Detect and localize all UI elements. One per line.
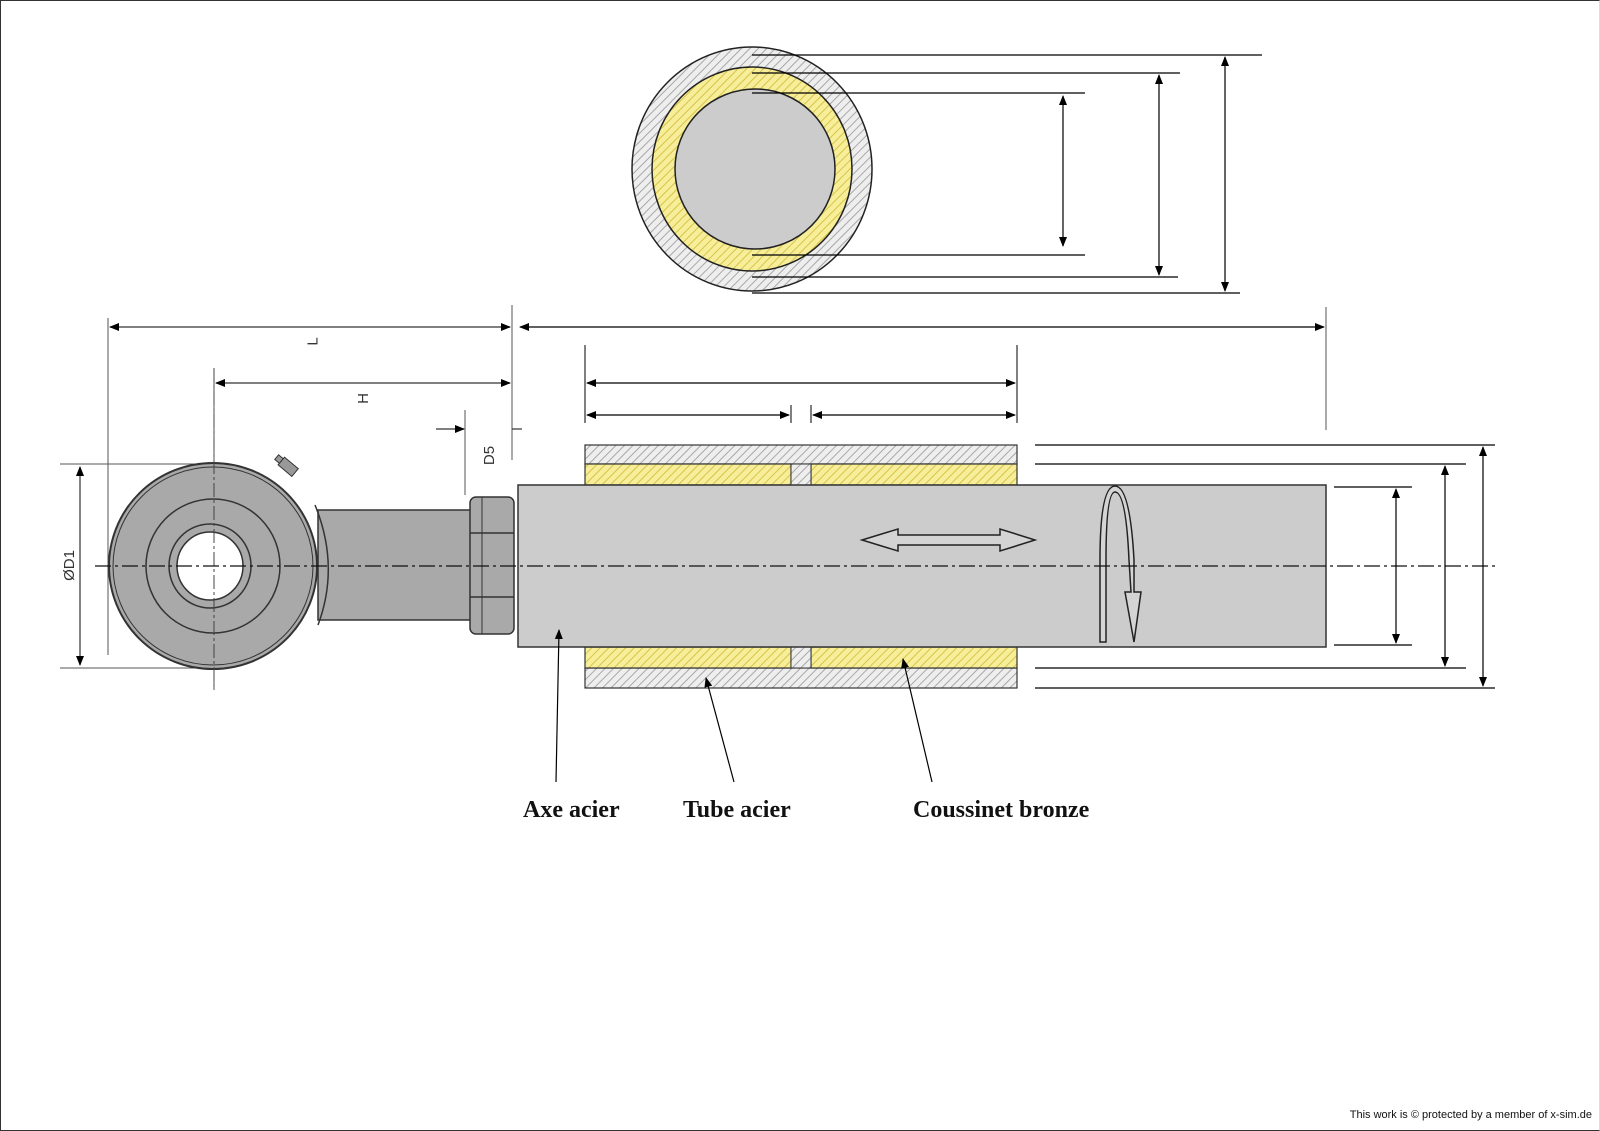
leader-bushing — [901, 658, 933, 783]
label-axe-acier: Axe acier — [523, 797, 620, 823]
steel-shaft — [517, 484, 1327, 648]
dim-label-H: H — [354, 393, 372, 404]
label-coussinet-bronze: Coussinet bronze — [913, 797, 1090, 823]
tube-bottom — [584, 667, 1018, 689]
rod-end — [60, 305, 522, 690]
bushing-gap-bottom — [790, 646, 812, 669]
bushing-assembly — [95, 307, 1495, 783]
label-tube-acier: Tube acier — [683, 797, 791, 823]
rotation-arrow — [1099, 485, 1142, 643]
dim-label-D5: D5 — [481, 445, 499, 466]
copyright-notice: This work is © protected by a member of … — [1349, 1109, 1592, 1121]
dim-label-L: L — [304, 337, 322, 346]
leader-axe — [554, 629, 563, 783]
dim-label-D1: ØD1 — [60, 550, 78, 581]
grease-nipple — [274, 454, 299, 478]
bushing-gap-top — [790, 463, 812, 486]
tube-top — [584, 444, 1018, 465]
rod-shank — [317, 509, 479, 621]
bushing-top-left — [584, 463, 792, 486]
bushing-bottom-left — [584, 646, 792, 669]
bushing-top-right — [810, 463, 1018, 486]
bushing-bottom-right — [810, 646, 1018, 669]
leader-tube — [704, 677, 735, 783]
shaft-cross-section — [674, 88, 836, 250]
cross-section — [631, 46, 1262, 294]
axial-motion-arrow — [859, 527, 1038, 553]
